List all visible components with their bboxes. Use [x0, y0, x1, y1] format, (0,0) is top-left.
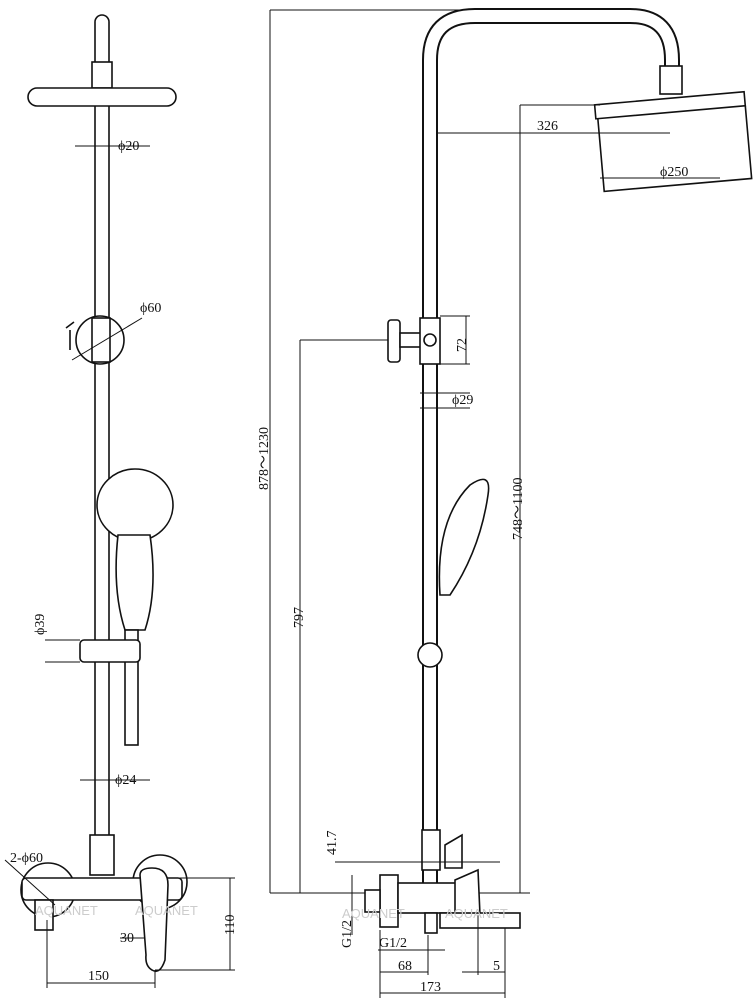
- slider: [79, 639, 141, 663]
- hand-shower-side: [438, 478, 490, 596]
- label-spout-depth: 173: [420, 980, 441, 995]
- spout: [439, 912, 521, 929]
- label-inlet-thread: G1/2: [340, 920, 355, 948]
- watermark: AQUANET: [135, 903, 198, 918]
- inlet-left: [34, 899, 54, 931]
- side-view: AQUANET AQUANET 878～1230 326 ϕ250 72 ϕ29…: [257, 7, 753, 998]
- dim-line-holder: [71, 317, 143, 361]
- label-inlet-depth: 68: [398, 959, 412, 974]
- holder-lever: [65, 321, 75, 350]
- label-mixer-width: 150: [88, 969, 109, 984]
- label-head-reach: 326: [537, 119, 558, 134]
- label-pipe-diameter: ϕ20: [118, 139, 139, 154]
- slider-side: [417, 642, 443, 668]
- holder-block: [91, 317, 111, 363]
- label-hose-diameter: ϕ24: [115, 773, 136, 788]
- label-outlet-offset: 41.7: [325, 831, 340, 856]
- diverter: [89, 834, 115, 876]
- label-slider-diameter: ϕ39: [33, 614, 48, 635]
- front-view: AQUANET AQUANET ϕ20 ϕ60 ϕ39 ϕ24 2-ϕ60 11…: [4, 14, 238, 988]
- rain-shower-head: [27, 87, 177, 107]
- label-flange-diameter: 2-ϕ60: [10, 851, 43, 866]
- label-outlet-thread: G1/2: [379, 936, 407, 951]
- label-head-diameter: ϕ250: [660, 165, 688, 180]
- hand-shower-handle: [115, 534, 154, 631]
- rain-shower-head-side: [593, 90, 753, 193]
- label-head-to-mixer: 748～1100: [511, 478, 526, 540]
- label-bracket-to-mixer: 797: [292, 607, 307, 628]
- label-mixer-height: 110: [223, 915, 238, 935]
- watermark: AQUANET: [35, 903, 98, 918]
- hand-shower-head: [96, 468, 174, 542]
- label-total-height: 878～1230: [257, 427, 272, 490]
- label-handle-offset: 30: [120, 931, 134, 946]
- label-rod-diameter: ϕ29: [452, 393, 473, 408]
- watermark: AQUANET: [445, 906, 508, 921]
- watermark: AQUANET: [342, 906, 405, 921]
- head-connector: [91, 61, 113, 89]
- label-bracket-height: 72: [455, 338, 470, 352]
- label-holder-diameter: ϕ60: [140, 301, 161, 316]
- main-rod: [94, 14, 110, 835]
- bracket-knob: [387, 319, 401, 363]
- label-spout-offset: 5: [493, 959, 500, 974]
- mixer-lever: [139, 867, 169, 973]
- riser-pipe: [422, 7, 680, 893]
- diverter-lever: [444, 833, 463, 869]
